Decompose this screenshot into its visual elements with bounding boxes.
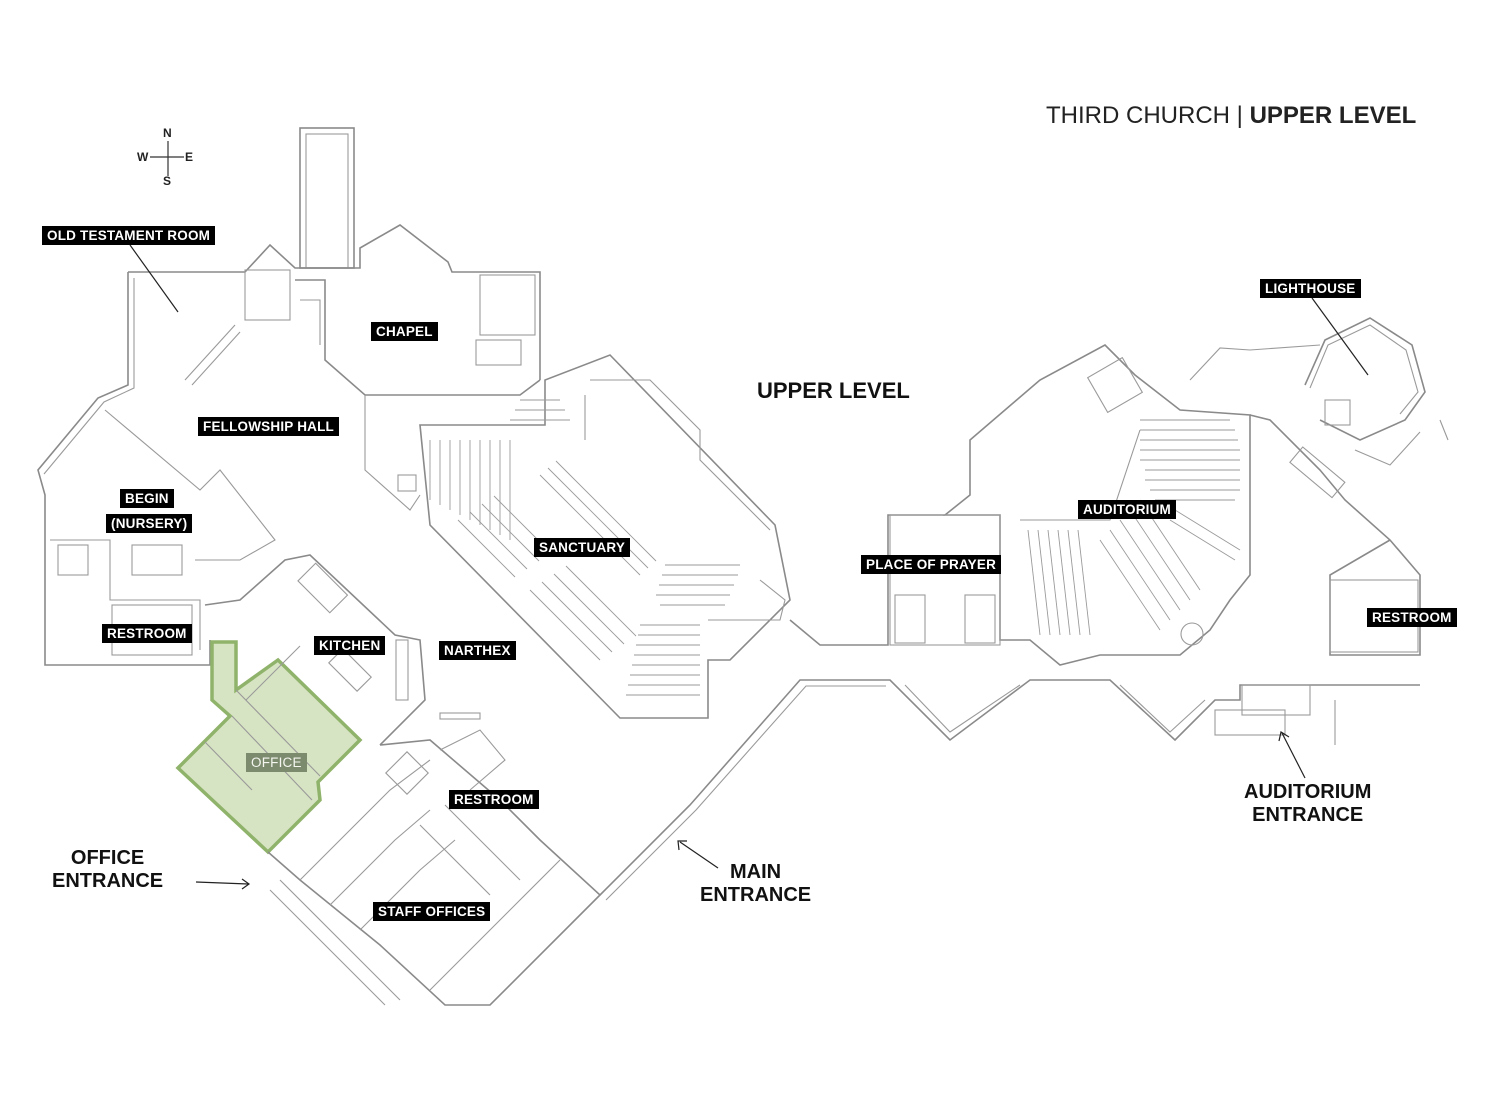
room-label-restroom-west[interactable]: RESTROOM: [102, 624, 192, 643]
east-wing: [1189, 317, 1449, 745]
auditorium-seats: [1027, 419, 1241, 636]
room-label-begin[interactable]: BEGIN: [120, 489, 174, 508]
level-name: UPPER LEVEL: [1249, 102, 1417, 129]
chapel-tower: [299, 127, 355, 269]
connector-corridor: [599, 514, 1420, 901]
main-entrance-label[interactable]: MAIN ENTRANCE: [700, 861, 811, 907]
office-area: [175, 640, 363, 855]
room-label-old-testament[interactable]: OLD TESTAMENT ROOM: [42, 226, 216, 245]
compass-south: S: [163, 174, 172, 188]
room-label-kitchen[interactable]: KITCHEN: [314, 636, 386, 655]
room-label-nursery[interactable]: (NURSERY): [106, 514, 193, 533]
compass-east: E: [185, 150, 194, 164]
compass-west: W: [137, 150, 149, 164]
room-label-chapel[interactable]: CHAPEL: [371, 322, 438, 341]
room-label-staff-offices[interactable]: STAFF OFFICES: [373, 902, 491, 921]
compass-north: N: [163, 126, 172, 140]
compass-icon: [150, 141, 184, 176]
auditorium-entrance-label[interactable]: AUDITORIUM ENTRANCE: [1244, 781, 1371, 827]
room-label-narthex[interactable]: NARTHEX: [439, 641, 516, 660]
leader-lines: [129, 244, 1369, 890]
auditorium-wing: [889, 344, 1251, 666]
room-label-restroom-center[interactable]: RESTROOM: [449, 790, 539, 809]
room-label-office[interactable]: OFFICE: [246, 753, 307, 772]
room-label-sanctuary[interactable]: SANCTUARY: [534, 538, 631, 557]
office-entrance-label[interactable]: OFFICE ENTRANCE: [52, 847, 163, 893]
room-label-place-of-prayer[interactable]: PLACE OF PRAYER: [861, 555, 1002, 574]
room-label-lighthouse[interactable]: LIGHTHOUSE: [1260, 279, 1361, 298]
west-wing: [37, 224, 541, 666]
office-entrance-line2: ENTRANCE: [52, 870, 164, 892]
sanctuary-block: [419, 354, 791, 719]
room-label-fellowship-hall[interactable]: FELLOWSHIP HALL: [198, 417, 339, 436]
staff-offices-block: [267, 729, 602, 1006]
page-title: THIRD CHURCH | UPPER LEVEL: [1046, 102, 1417, 129]
floor-label: UPPER LEVEL: [757, 378, 910, 403]
auditorium-entrance-line1: AUDITORIUM: [1244, 781, 1372, 803]
main-entrance-line1: MAIN: [730, 861, 782, 883]
main-entrance-line2: ENTRANCE: [700, 884, 812, 906]
chapel-block: [295, 274, 541, 511]
room-label-auditorium[interactable]: AUDITORIUM: [1078, 500, 1176, 519]
office-entrance-line1: OFFICE: [70, 847, 145, 869]
kitchen-narthex: [204, 554, 481, 746]
auditorium-entrance-line2: ENTRANCE: [1252, 804, 1364, 826]
room-label-restroom-east[interactable]: RESTROOM: [1367, 608, 1457, 627]
